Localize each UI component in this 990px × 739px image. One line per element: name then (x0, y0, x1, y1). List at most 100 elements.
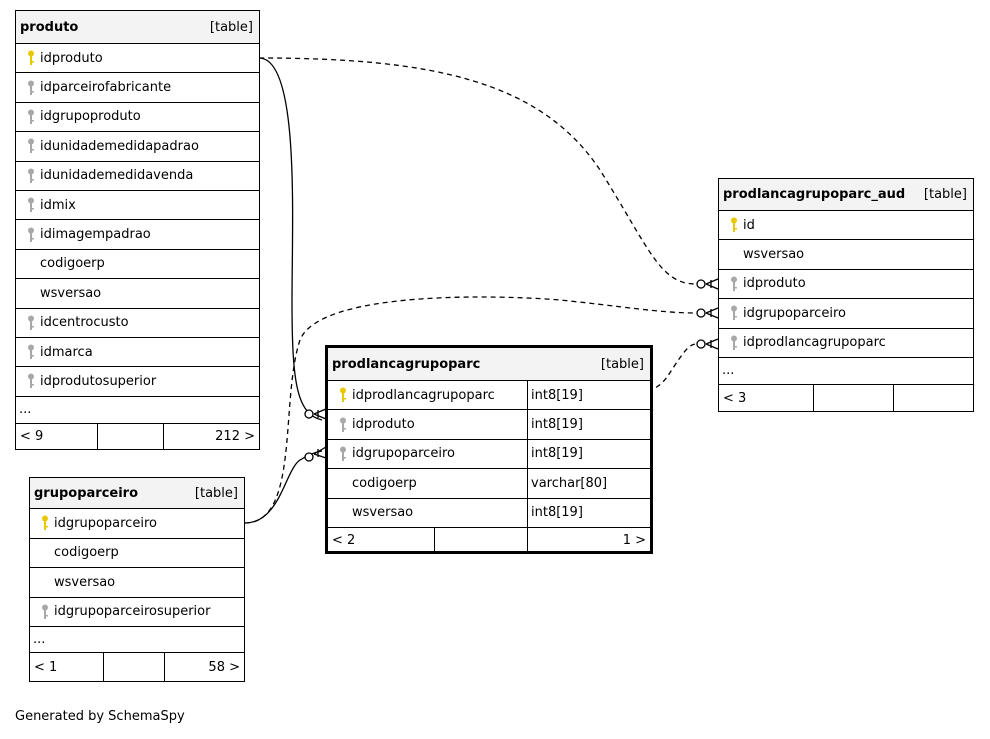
column-row[interactable]: idprodlancagrupoparc (719, 329, 973, 358)
column-type: int8[19] (527, 439, 631, 469)
column-row[interactable]: idgrupoproduto (16, 103, 259, 133)
column-row[interactable]: idunidademedidapadrao (16, 132, 259, 162)
foreign-key-icon (22, 227, 40, 243)
edge-grupoparceiro-prodlancagrupoparc (244, 450, 323, 524)
children-count[interactable]: < 9 (20, 429, 44, 445)
table-prodlancagrupoparc[interactable]: prodlancagrupoparc [table] idprodlancagr… (325, 345, 653, 554)
column-name: wsversao (54, 574, 116, 590)
column-row[interactable]: idmarca (16, 338, 259, 368)
column-row[interactable]: idproduto (16, 44, 259, 74)
column-row[interactable]: codigoerp varchar[80] (328, 469, 650, 499)
table-footer: < 3 (719, 384, 973, 412)
column-row[interactable]: idcentrocusto (16, 309, 259, 338)
foreign-key-icon (725, 276, 743, 292)
table-type: [table] (209, 19, 253, 35)
column-name: idproduto (352, 417, 415, 433)
column-row[interactable]: wsversao (30, 568, 244, 598)
generated-by-text: Generated by SchemaSpy (15, 709, 185, 724)
column-name: idunidademedidapadrao (40, 138, 199, 154)
children-count[interactable]: < 2 (332, 533, 356, 549)
table-footer: < 9 212 > (16, 423, 259, 450)
column-name: codigoerp (40, 256, 105, 272)
column-name: idgrupoparceiro (54, 515, 157, 531)
footer-middle (434, 527, 527, 554)
table-header: produto [table] (16, 11, 259, 44)
column-row[interactable]: idgrupoparceirosuperior (30, 598, 244, 627)
foreign-key-icon (22, 168, 40, 184)
column-name: idgrupoparceirosuperior (54, 604, 211, 620)
table-type: [table] (600, 356, 644, 372)
primary-key-icon (22, 50, 40, 66)
column-name: idmarca (40, 344, 93, 360)
children-count[interactable]: < 1 (34, 659, 58, 675)
column-name: wsversao (40, 285, 102, 301)
parents-count[interactable] (893, 384, 973, 412)
column-row[interactable]: wsversao (719, 240, 973, 270)
table-name: produto (20, 19, 79, 35)
parents-count[interactable]: 1 > (527, 527, 650, 554)
table-footer: < 1 58 > (30, 653, 244, 681)
table-header: prodlancagrupoparc_aud [table] (719, 179, 973, 211)
column-row[interactable]: idgrupoparceiro (30, 509, 244, 539)
column-name: idgrupoparceiro (352, 446, 455, 462)
table-grupoparceiro[interactable]: grupoparceiro [table] idgrupoparceiro cod… (29, 477, 245, 682)
table-header: grupoparceiro [table] (30, 478, 244, 509)
edge-marker-crowfoot (705, 278, 719, 290)
edge-marker-crowfoot (705, 307, 719, 319)
footer-middle (103, 653, 164, 681)
edge-marker-circle (304, 452, 314, 462)
more-columns-row[interactable]: ... (719, 358, 973, 385)
primary-key-icon (725, 217, 743, 233)
table-name: prodlancagrupoparc_aud (723, 187, 906, 202)
column-row[interactable]: idprodutosuperior (16, 367, 259, 397)
column-name: idproduto (743, 276, 806, 292)
column-name: codigoerp (54, 545, 119, 561)
more-columns-row[interactable]: ... (30, 627, 244, 653)
column-row[interactable]: wsversao (16, 279, 259, 309)
column-row[interactable]: idparceirofabricante (16, 73, 259, 103)
column-name: idcentrocusto (40, 315, 129, 331)
column-name: idunidademedidavenda (40, 168, 194, 184)
column-type: varchar[80] (527, 469, 631, 498)
edge-marker-crowfoot (313, 446, 327, 459)
footer-middle (97, 423, 163, 450)
edge-marker-circle (696, 308, 706, 318)
table-produto[interactable]: produto [table] idproduto idparceirofabri… (15, 10, 260, 450)
children-count[interactable]: < 3 (723, 390, 747, 406)
edge-grupoparceiro-aud (244, 296, 697, 524)
foreign-key-icon (334, 446, 352, 462)
parents-count[interactable]: 212 > (163, 423, 259, 450)
column-row[interactable]: idmix (16, 191, 259, 221)
column-name: codigoerp (352, 475, 417, 491)
foreign-key-icon (22, 138, 40, 154)
primary-key-icon (36, 515, 54, 531)
column-row[interactable]: codigoerp (16, 250, 259, 280)
column-row[interactable]: id (719, 211, 973, 241)
foreign-key-icon (22, 80, 40, 96)
column-row[interactable]: idgrupoparceiro (719, 299, 973, 329)
parents-count[interactable]: 58 > (164, 653, 244, 681)
foreign-key-icon (22, 315, 40, 331)
foreign-key-icon (725, 305, 743, 321)
more-columns-row[interactable]: ... (16, 397, 259, 424)
table-name: prodlancagrupoparc (332, 356, 481, 372)
table-type: [table] (194, 485, 238, 501)
column-row[interactable]: idimagempadrao (16, 220, 259, 250)
column-row[interactable]: idgrupoparceiro int8[19] (328, 439, 650, 470)
edge-marker-crowfoot (705, 338, 719, 350)
more-indicator: ... (722, 363, 735, 379)
column-row[interactable]: codigoerp (30, 539, 244, 568)
column-row[interactable]: idunidademedidavenda (16, 162, 259, 191)
more-indicator: ... (19, 402, 32, 418)
table-footer: < 2 1 > (328, 527, 650, 554)
foreign-key-icon (725, 335, 743, 351)
column-row[interactable]: idproduto (719, 270, 973, 300)
column-name: idimagempadrao (40, 227, 151, 243)
column-name: idproduto (40, 50, 103, 66)
table-header: prodlancagrupoparc [table] (328, 348, 650, 381)
